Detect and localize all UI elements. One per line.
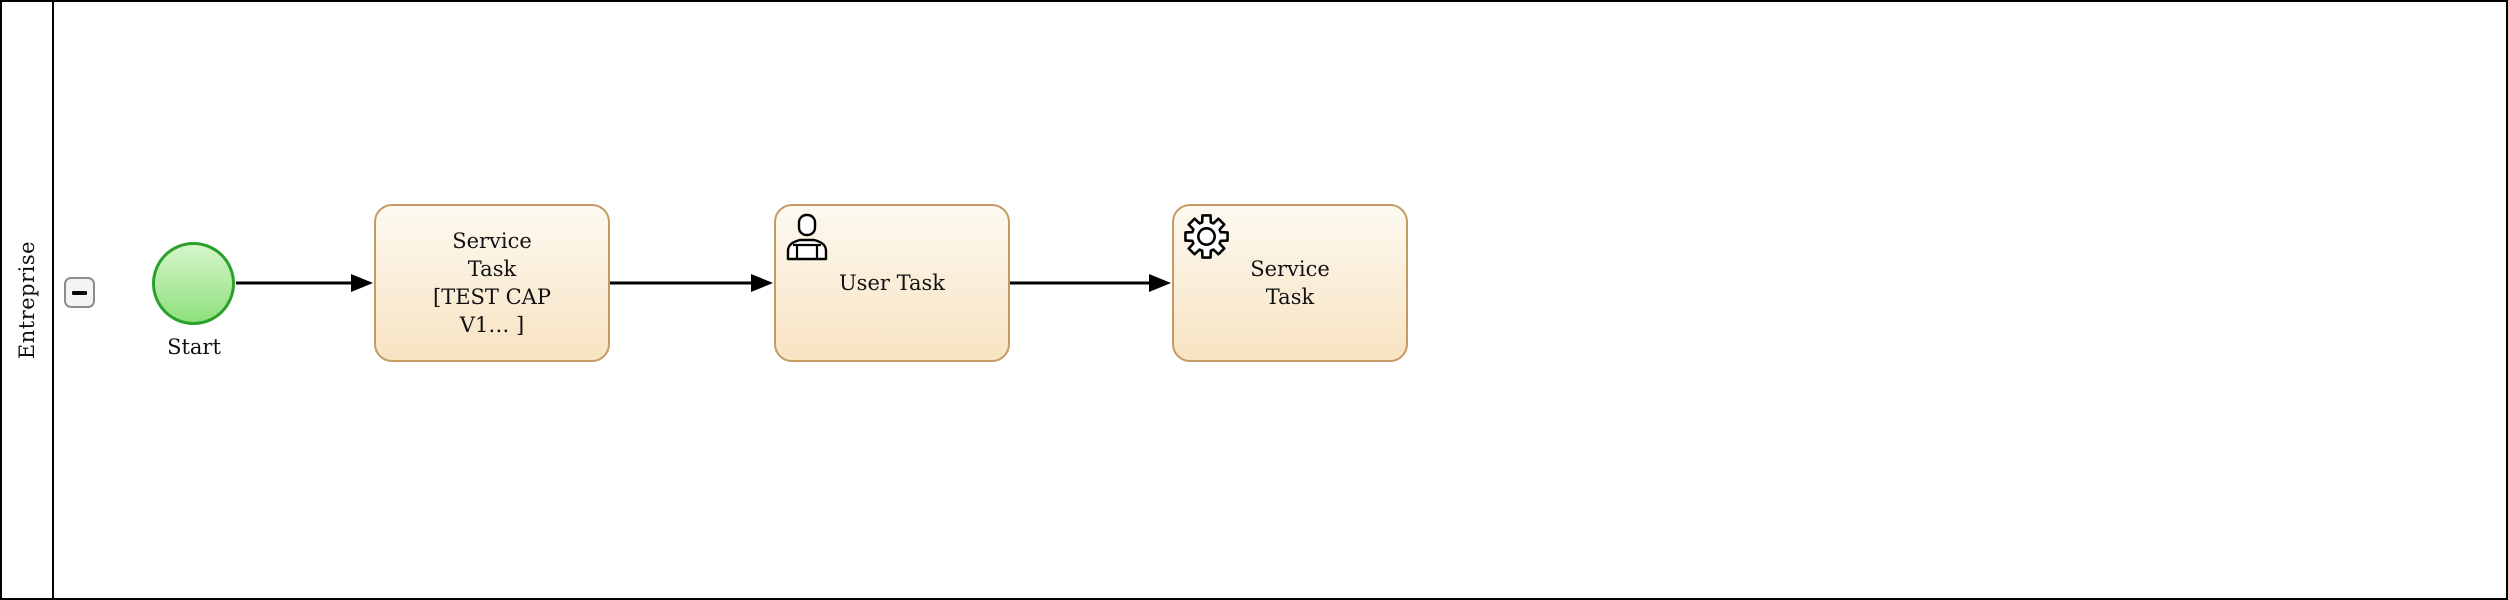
task-label-line: Task	[1265, 285, 1315, 309]
task-label-line: User Task	[838, 271, 945, 295]
lane-collapse-button[interactable]	[64, 277, 95, 308]
task-label-line: Service	[452, 229, 532, 253]
sequence-flow-task2-to-task3[interactable]	[1010, 274, 1171, 292]
minus-icon	[72, 290, 87, 295]
arrowhead-icon	[351, 274, 373, 292]
task-label-line: V1… ]	[459, 313, 525, 337]
task-service-test-cap[interactable]: Service Task [TEST CAP V1… ]	[374, 204, 610, 362]
gear-icon	[1184, 214, 1229, 259]
sequence-flow-task1-to-task2[interactable]	[610, 274, 773, 292]
task-label-line: Task	[467, 257, 517, 281]
user-icon	[786, 213, 828, 261]
task-label-line: Service	[1250, 257, 1330, 281]
task-user[interactable]: User Task	[774, 204, 1010, 362]
arrowhead-icon	[1149, 274, 1171, 292]
lane-header-entreprise[interactable]: Entreprise	[2, 2, 54, 598]
sequence-flow-start-to-task1[interactable]	[236, 274, 373, 292]
arrowhead-icon	[751, 274, 773, 292]
task-label-line: [TEST CAP	[433, 285, 551, 309]
task-service[interactable]: Service Task	[1172, 204, 1408, 362]
start-event[interactable]	[152, 242, 235, 325]
start-event-label: Start	[167, 335, 221, 359]
